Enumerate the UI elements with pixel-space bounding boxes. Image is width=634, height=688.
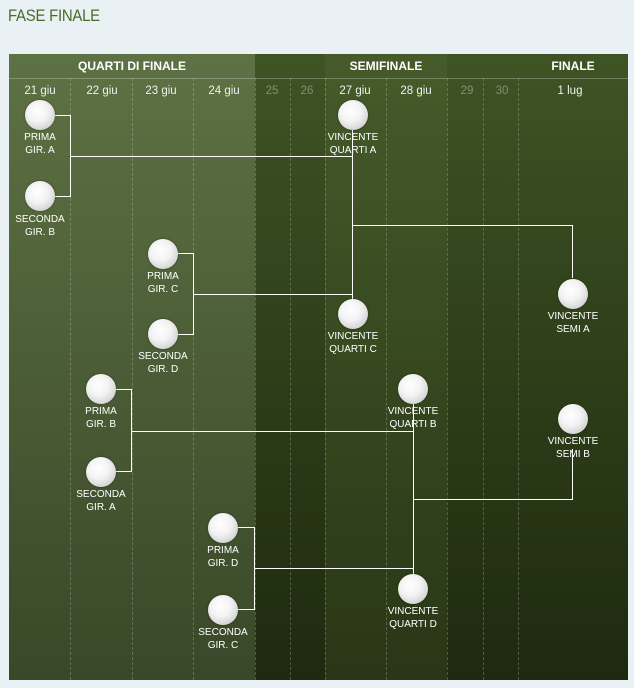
bracket-line [116,471,132,472]
date-label: 1 lug [557,85,583,97]
team-node-seconda-gir-a[interactable] [86,457,116,487]
team-node-vincente-quarti-c[interactable] [338,299,368,329]
column-divider [193,78,194,680]
date-label: 21 giu [24,85,56,97]
team-node-vincente-quarti-b[interactable] [398,374,428,404]
phase-semis: SEMIFINALE [349,59,423,73]
date-label: 28 giu [400,85,432,97]
column-divider [255,78,256,680]
header-rule [9,78,628,79]
team-node-seconda-gir-c[interactable] [208,595,238,625]
bracket-line [178,334,194,335]
bracket-line [572,225,573,278]
bracket-board: QUARTI DI FINALE SEMIFINALE FINALE 21 gi… [9,54,628,680]
bracket-line [352,225,573,226]
bracket-line [55,115,71,116]
bracket-line [413,431,414,569]
team-node-vincente-quarti-a[interactable] [338,100,368,130]
column-divider [290,78,291,680]
date-label: 29 [460,85,474,97]
bracket-line [178,253,194,254]
page-title: FASE FINALE [8,6,100,25]
column-divider [518,78,519,680]
bracket-line [413,404,414,432]
team-node-prima-gir-b[interactable] [86,374,116,404]
team-node-vincente-semi-b[interactable] [558,404,588,434]
team-node-prima-gir-a[interactable] [25,100,55,130]
team-node-prima-gir-d[interactable] [208,513,238,543]
team-node-seconda-gir-b[interactable] [25,181,55,211]
team-node-seconda-gir-d[interactable] [148,319,178,349]
bracket-line [254,568,414,569]
date-label: 30 [495,85,509,97]
date-label: 24 giu [208,85,240,97]
bracket-line [131,431,414,432]
date-label: 22 giu [86,85,118,97]
column-divider [70,78,71,680]
bracket-line [238,609,255,610]
team-node-vincente-quarti-d[interactable] [398,574,428,604]
column-divider [483,78,484,680]
column-divider [132,78,133,680]
bracket-line [70,156,353,157]
date-label: 27 giu [339,85,371,97]
bracket-line [352,157,353,295]
bracket-line [116,389,132,390]
date-label: 25 [265,85,279,97]
team-node-vincente-semi-a[interactable] [558,279,588,309]
bracket-line [55,196,71,197]
bracket-line [413,568,414,574]
bracket-line [352,294,353,300]
quarters-highlight [9,54,255,680]
date-label: 26 [300,85,314,97]
bracket-line [131,389,132,472]
bracket-line [193,294,353,295]
column-divider [325,78,326,680]
phase-quarters: QUARTI DI FINALE [78,59,186,73]
column-divider [447,78,448,680]
bracket-line [572,449,573,500]
bracket-line [413,499,573,500]
semis-highlight [325,54,447,680]
bracket-line [238,527,255,528]
date-label: 23 giu [145,85,177,97]
bracket-line [352,130,353,157]
phase-final: FINALE [551,59,595,73]
column-divider [386,78,387,680]
team-node-prima-gir-c[interactable] [148,239,178,269]
